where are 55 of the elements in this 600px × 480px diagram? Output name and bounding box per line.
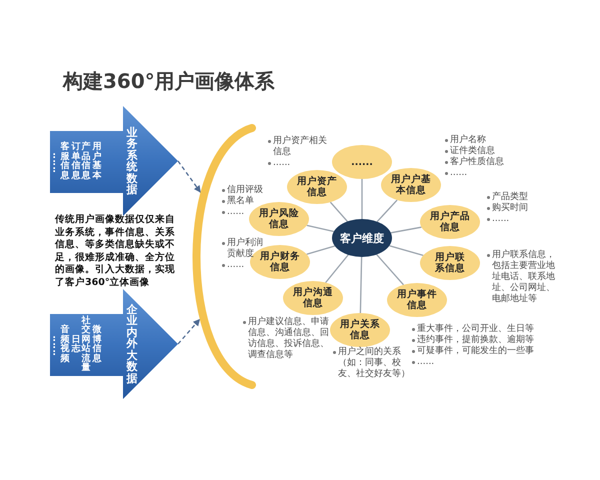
title: 构建360°用户画像体系 bbox=[63, 68, 275, 95]
bullet-text: 信用评级 bbox=[227, 185, 263, 196]
connector-line bbox=[376, 200, 398, 222]
connector-line bbox=[330, 202, 348, 222]
topic-ellipse: 用户联系信息 bbox=[420, 246, 480, 280]
bullet-text: 产品类型 bbox=[492, 192, 528, 202]
bullet-text: ...... bbox=[492, 214, 510, 225]
vertical-text: ...... bbox=[52, 152, 56, 172]
arrow bbox=[177, 160, 202, 194]
connector-line bbox=[389, 245, 424, 256]
bullet-text: 用户名称 bbox=[450, 135, 486, 146]
topic-ellipse: 用户产品信息 bbox=[420, 205, 480, 239]
note-text: 传统用户画像数据仅仅来自业务系统，事件信息、关系信息、等多类信息缺失或不足，很难形成准确、全方位的画像。引入大数据，实现了客户360°立体画像 bbox=[55, 214, 176, 289]
vertical-text: 音频视频 bbox=[60, 326, 70, 364]
bullet-text: 用户资产相关信息 bbox=[273, 136, 328, 158]
topic-ellipse: 用户资产信息 bbox=[287, 170, 347, 204]
vertical-text: 产品信息 bbox=[82, 143, 90, 181]
bullet-text: 可疑事件，可能发生的一些事 bbox=[417, 346, 534, 357]
arrow-heading: 企业内外大数据 bbox=[126, 304, 138, 384]
hub-ellipse: 客户维度 bbox=[332, 219, 392, 257]
block-arrow bbox=[50, 289, 178, 399]
arrow bbox=[178, 318, 201, 344]
vertical-text: 微博信息 bbox=[92, 326, 102, 364]
connector-line bbox=[376, 254, 404, 286]
arrow-heading: 业务系统数据 bbox=[126, 126, 138, 196]
topic-ellipse: 用户风险信息 bbox=[249, 202, 309, 236]
vertical-text: 用户基本 bbox=[92, 143, 102, 181]
connector-line bbox=[390, 226, 422, 234]
connector-line bbox=[360, 256, 362, 314]
connector-line bbox=[361, 179, 363, 219]
bullet-text: 违约事件，提前换款、逾期等 bbox=[417, 335, 534, 346]
bullet-text: 用户建议信息、申请信息、沟通信息、回访信息、投诉信息、调查信息等 bbox=[248, 317, 329, 361]
topic-ellipse: 用户事件信息 bbox=[387, 283, 447, 317]
bullet-text: 用户联系信息，包括主要营业地址电话、联系地址、公司网址、电邮地址等 bbox=[492, 250, 556, 305]
topic-ellipse: 用户关系信息 bbox=[330, 313, 390, 347]
vertical-text: ...... bbox=[52, 334, 56, 356]
vertical-text: 客服信息 bbox=[60, 143, 70, 181]
bullet-text: ...... bbox=[273, 158, 290, 169]
bullet-text: 证件类信息 bbox=[450, 146, 495, 156]
connector-line bbox=[325, 254, 349, 284]
vertical-text: 日志 bbox=[72, 336, 80, 354]
bullet-text: 重大事件，公司开业、生日等 bbox=[417, 324, 534, 334]
topic-ellipse: 用户沟通信息 bbox=[283, 281, 343, 315]
bullet-text: ...... bbox=[227, 207, 244, 218]
bullet-text: 用户之间的关系（如：同事、校友、社交好友等） bbox=[338, 347, 411, 380]
vertical-text: 社交网站流量 bbox=[82, 316, 90, 374]
connector-line bbox=[306, 245, 335, 255]
bullet-text: 客户性质信息 bbox=[450, 157, 504, 168]
bullet-text: ...... bbox=[417, 357, 434, 368]
bullet-text: 购买时间 bbox=[492, 203, 528, 214]
vertical-text: 订单信息 bbox=[72, 143, 80, 181]
bullet-text: ...... bbox=[450, 168, 468, 179]
bullet-text: ...... bbox=[227, 260, 244, 271]
topic-ellipse: 用户户基本信息 bbox=[381, 168, 441, 202]
connector-line bbox=[306, 224, 334, 232]
